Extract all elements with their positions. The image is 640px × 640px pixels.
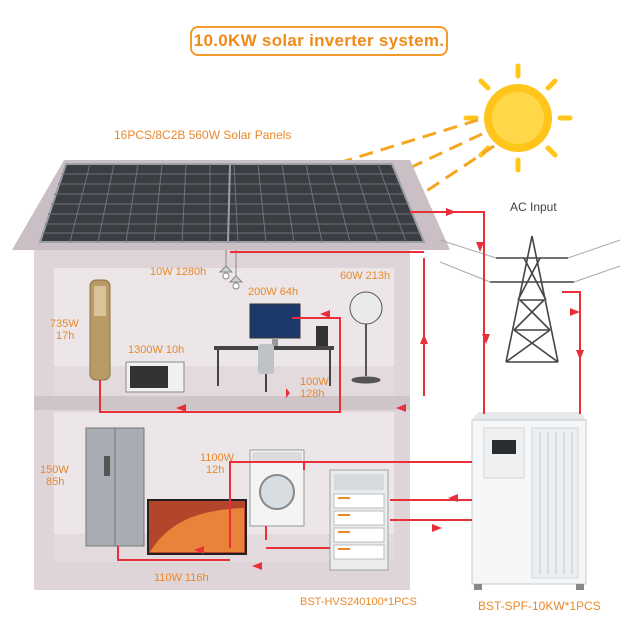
television-icon [147,499,247,555]
standing-fan-icon [349,291,383,384]
flow-arrows [176,208,584,570]
title: 10.0KW solar inverter system. [193,31,445,50]
computer-icon [214,303,334,392]
tower-ac-hours: 17h [56,330,75,342]
battery-label: BST-HVS240100*1PCS [300,596,417,608]
tower-ac-watt: 735W [50,318,79,330]
inverter-cabinet-icon [471,412,587,590]
solar-panel-array [38,163,426,243]
fan-spec: 60W 213h [340,270,391,282]
tower-ac-icon [89,279,111,381]
washer-watt: 1100W [200,452,235,464]
fridge-hours: 85h [46,476,65,488]
tv-spec: 110W 116h [154,572,209,584]
ac-input-label: AC Input [510,200,557,214]
speaker-hours: 128h [300,388,325,400]
inverter-label: BST-SPF-10KW*1PCS [478,599,601,613]
pendant-light-icon [218,250,244,290]
light-spec: 10W 1280h [150,266,207,278]
computer-spec: 200W 64h [248,286,299,298]
speaker-watt: 100W [300,376,329,388]
battery-rack-icon [329,469,389,571]
microwave-spec: 1300W 10h [128,344,185,356]
washer-hours: 12h [206,464,225,476]
refrigerator-icon [85,427,145,547]
title-box: 10.0KW solar inverter system. [190,26,448,56]
microwave-icon [125,361,185,393]
sun-icon [463,63,573,173]
panels-label: 16PCS/8C2B 560W Solar Panels [114,128,292,142]
transmission-tower-icon [439,235,621,363]
fridge-watt: 150W [40,464,69,476]
power-wiring [99,211,581,561]
